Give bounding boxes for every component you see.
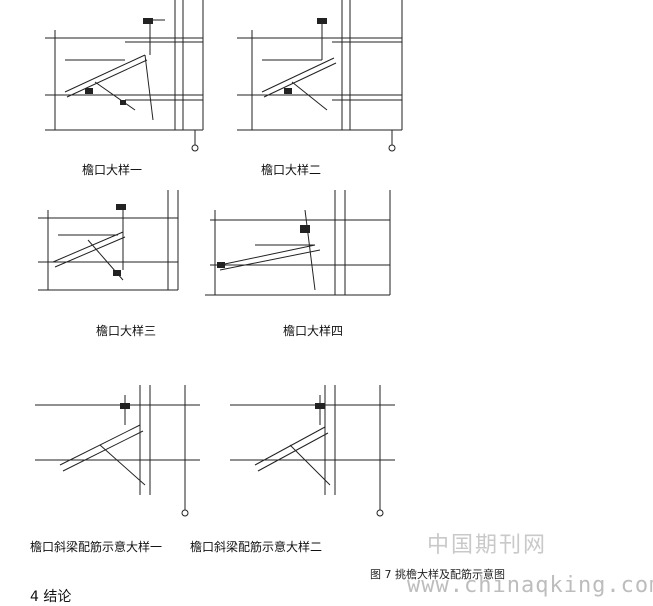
section-heading-conclusion: 4 结论	[30, 589, 72, 605]
eave-detail-drawing-1	[25, 0, 215, 155]
watermark-chinese: 中国期刊网	[427, 533, 548, 558]
eave-detail-drawing-4	[195, 190, 410, 305]
caption-eave-detail-3: 檐口大样三	[96, 324, 157, 338]
eave-detail-drawing-3	[28, 190, 183, 305]
figure-caption: 图 7 挑檐大样及配筋示意图	[370, 568, 505, 581]
rebar-detail-2-svg	[230, 385, 395, 517]
caption-eave-detail-2: 檐口大样二	[261, 163, 322, 177]
rebar-detail-1-svg	[35, 385, 200, 517]
caption-rebar-detail-2: 檐口斜梁配筋示意大样二	[190, 540, 323, 554]
watermark-url: www.chinaqking.com	[407, 573, 653, 598]
eave-detail-drawing-2	[222, 0, 412, 155]
eave-detail-1-svg	[45, 0, 204, 152]
rebar-detail-drawing-2	[225, 385, 400, 520]
caption-eave-detail-1: 檐口大样一	[82, 163, 143, 177]
caption-eave-detail-4: 檐口大样四	[283, 324, 344, 338]
eave-detail-3-svg	[38, 190, 179, 291]
eave-detail-2-svg	[237, 0, 403, 152]
eave-detail-4-svg	[205, 190, 391, 296]
caption-rebar-detail-1: 檐口斜梁配筋示意大样一	[30, 540, 163, 554]
rebar-detail-drawing-1	[30, 385, 205, 520]
